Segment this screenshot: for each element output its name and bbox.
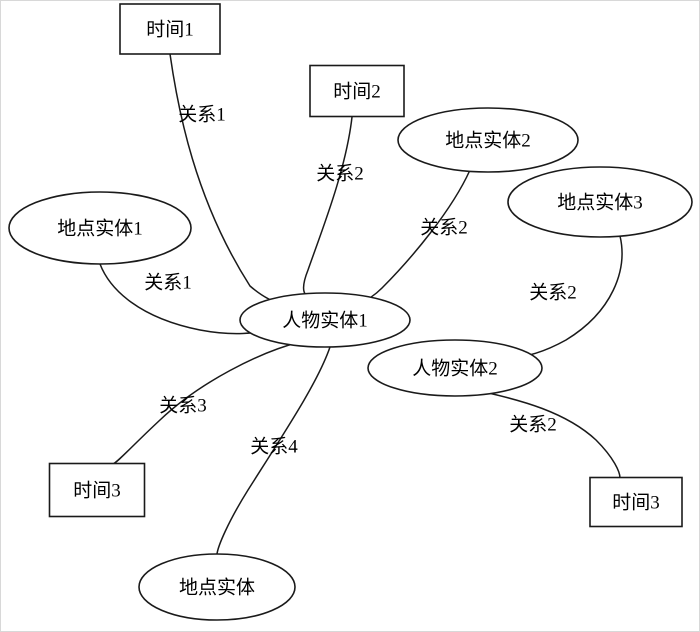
node-place1[interactable]: 地点实体1 [8,191,192,265]
edge-person2-time3r[interactable] [483,391,621,479]
node-rect-time[interactable] [589,476,683,528]
node-label: 时间1 [146,19,194,41]
edge-person1-time3l[interactable] [112,341,301,465]
edge-label: 关系1 [178,104,226,126]
node-label: 时间3 [73,480,121,502]
node-place0[interactable]: 地点实体 [138,553,296,621]
node-ellipse-person[interactable] [367,339,543,397]
node-rect-time[interactable] [48,462,146,518]
node-label: 人物实体2 [412,358,498,380]
node-time2[interactable]: 时间2 [309,64,405,118]
node-rect-time[interactable] [309,64,405,118]
edge-label: 关系2 [316,163,364,185]
node-person1[interactable]: 人物实体1 [239,292,411,348]
edge-label: 关系2 [420,217,468,239]
edge-label: 关系4 [250,436,298,458]
edge-person1-place0[interactable] [216,346,331,555]
edge-label: 关系2 [529,282,577,304]
node-time3r[interactable]: 时间3 [589,476,683,528]
node-time1[interactable]: 时间1 [119,3,221,55]
edge-label: 关系1 [144,272,192,294]
node-ellipse-place[interactable] [507,166,693,238]
node-label: 地点实体 [179,577,255,599]
edge-labels-layer: 关系1 关系2 关系2 关系2 关系1 关系3 关系4 关系2 [144,104,577,458]
nodes-layer: 时间1 时间2 地点实体2 地点实体3 地点实体1 人物实体1 人物实体2 时间3 时间3 地点实… [8,3,693,621]
edge-label: 关系2 [509,414,557,436]
node-ellipse-place[interactable] [138,553,296,621]
node-place2[interactable]: 地点实体2 [397,107,579,173]
node-label: 时间2 [333,81,381,103]
node-label: 地点实体2 [445,130,531,152]
node-label: 地点实体3 [557,192,643,214]
edge-time2-person1[interactable] [302,116,353,297]
node-label: 人物实体1 [282,310,368,332]
node-ellipse-place[interactable] [8,191,192,265]
node-ellipse-place[interactable] [397,107,579,173]
node-label: 时间3 [612,492,660,514]
node-place3[interactable]: 地点实体3 [507,166,693,238]
node-ellipse-person[interactable] [239,292,411,348]
edge-label: 关系3 [159,395,207,417]
node-time3l[interactable]: 时间3 [48,462,146,518]
node-person2[interactable]: 人物实体2 [367,339,543,397]
node-label: 地点实体1 [57,218,143,240]
edge-time1-person1[interactable] [169,53,313,306]
node-rect-time[interactable] [119,3,221,55]
